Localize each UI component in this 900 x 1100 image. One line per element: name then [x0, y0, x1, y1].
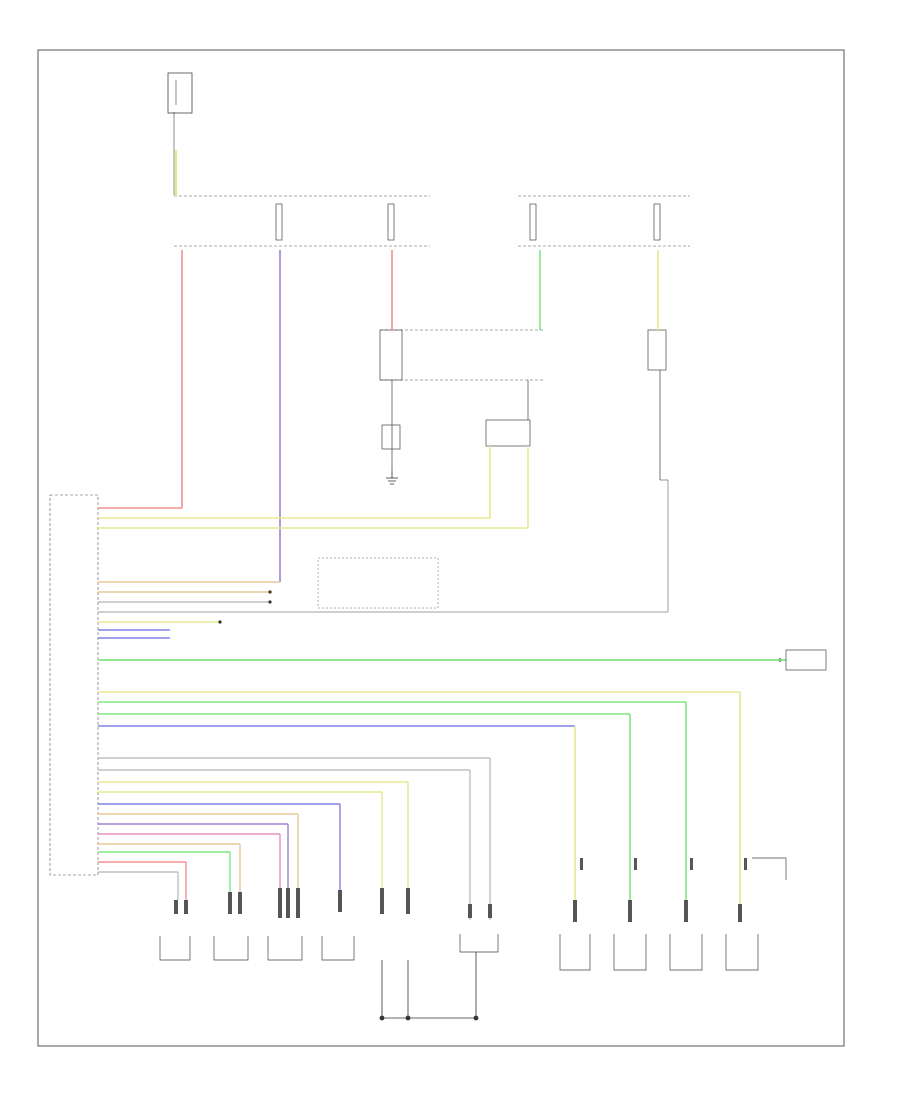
control-module-box	[49, 494, 99, 876]
bottom-components	[159, 857, 787, 971]
harness-wires-upper	[98, 446, 529, 529]
harness-wires-lower	[98, 781, 409, 900]
bottom-connectors	[174, 858, 747, 922]
ground-bus-bottom	[379, 952, 479, 1021]
diagram-frame	[37, 49, 845, 1047]
relay-module	[379, 329, 667, 450]
fuse-group	[275, 203, 661, 241]
supply-wires	[181, 250, 669, 612]
harness-wires-middle	[98, 581, 668, 639]
fuse-box-top	[167, 72, 193, 195]
note-box	[317, 557, 439, 609]
ground-symbol	[386, 470, 398, 485]
harness-wire-green	[98, 649, 827, 671]
harness-wires-sensors-right	[98, 691, 741, 920]
relay-bus-lines	[174, 195, 690, 381]
splice-points	[218, 590, 782, 662]
harness-wires-gray	[98, 757, 491, 920]
